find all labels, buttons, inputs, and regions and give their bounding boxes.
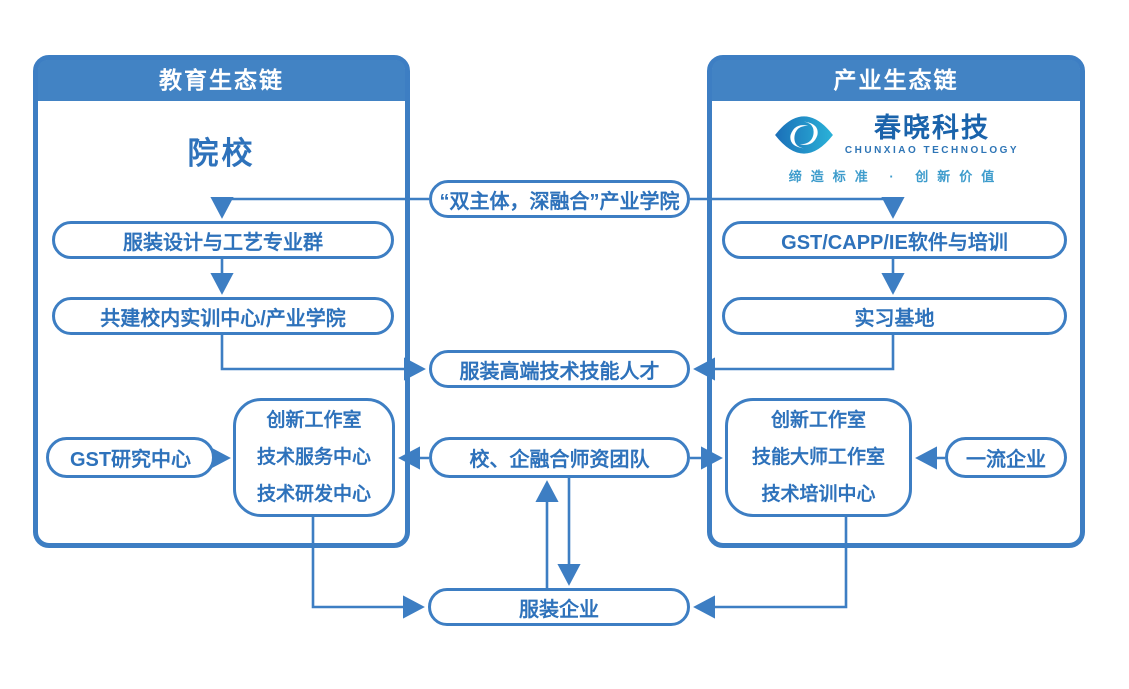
node-campus-training-center: 共建校内实训中心/产业学院	[52, 297, 394, 335]
node-internship-base: 实习基地	[722, 297, 1067, 335]
education-chain-header: 教育生态链	[38, 60, 405, 103]
node-first-class-enterprise: 一流企业	[945, 437, 1067, 478]
node-fashion-design-majors: 服装设计与工艺专业群	[52, 221, 394, 259]
left-innovation-line-3: 技术研发中心	[256, 484, 371, 506]
logo-tagline: 缔造标准 · 创新价值	[788, 169, 1004, 184]
left-innovation-line-1: 创新工作室	[266, 409, 362, 431]
node-right-innovation-box: 创新工作室 技能大师工作室 技术培训中心	[725, 398, 912, 517]
logo-subtitle: CHUNXIAO TECHNOLOGY	[844, 144, 1020, 156]
right-innovation-line-2: 技能大师工作室	[751, 446, 885, 468]
node-garment-enterprise: 服装企业	[428, 588, 690, 626]
node-left-innovation-box: 创新工作室 技术服务中心 技术研发中心	[233, 398, 395, 517]
node-industry-college: “双主体，深融合”产业学院	[429, 180, 690, 218]
college-title: 院校	[187, 136, 256, 171]
left-innovation-line-2: 技术服务中心	[256, 446, 371, 468]
right-innovation-line-3: 技术培训中心	[761, 484, 876, 506]
chunxiao-logo: 春晓科技 CHUNXIAO TECHNOLOGY 缔造标准 · 创新价值	[707, 112, 1085, 185]
node-teacher-team: 校、企融合师资团队	[429, 437, 690, 478]
right-innovation-line-1: 创新工作室	[770, 409, 866, 431]
node-gst-research-center: GST研究中心	[46, 437, 215, 478]
node-high-end-talent: 服装高端技术技能人才	[429, 350, 690, 388]
logo-name: 春晓科技	[873, 113, 990, 144]
chunxiao-logo-icon	[773, 112, 835, 158]
node-software-and-training: GST/CAPP/IE软件与培训	[722, 221, 1067, 259]
industry-chain-header: 产业生态链	[712, 60, 1080, 103]
